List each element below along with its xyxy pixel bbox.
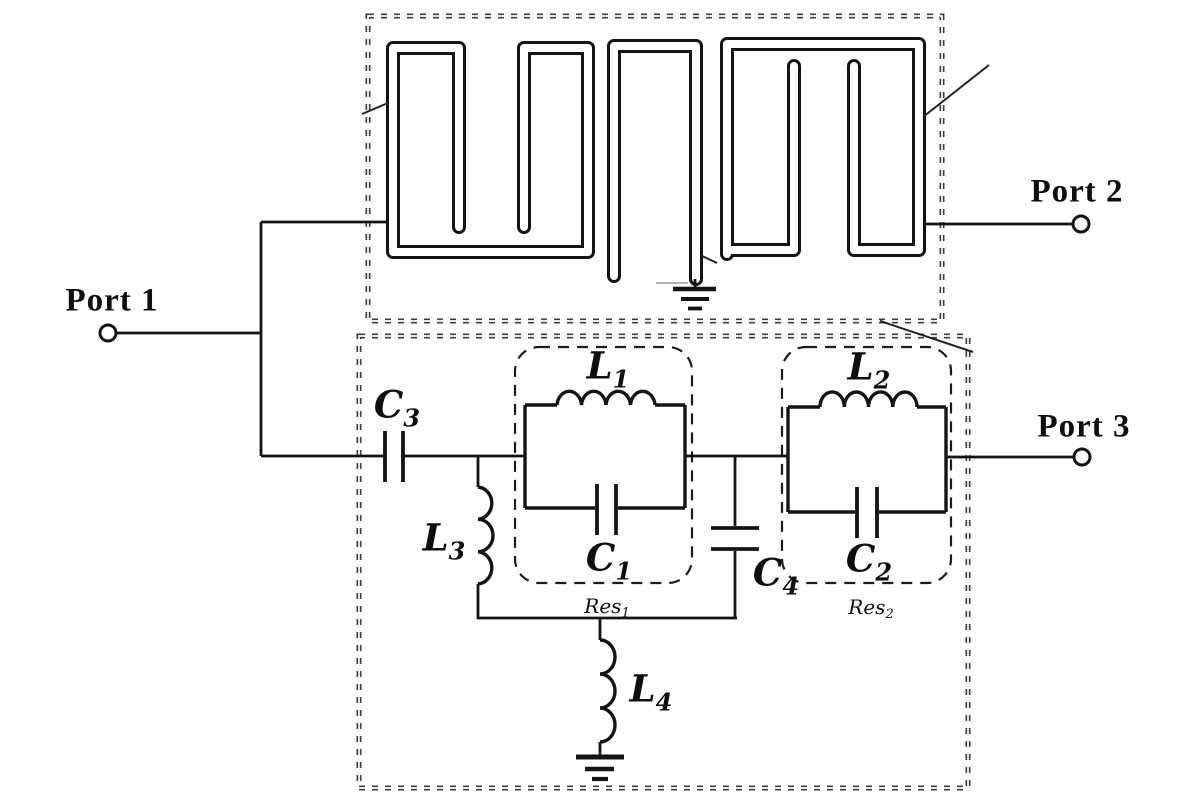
inductor-L1 <box>555 389 657 406</box>
label-C3: C3 <box>373 382 421 433</box>
label-res2: Res2 <box>848 595 894 622</box>
ground-icon-l4 <box>576 754 624 782</box>
port-1-node <box>98 323 118 343</box>
capacitor-C2 <box>855 487 879 538</box>
label-L4: L4 <box>629 666 673 717</box>
meander-line <box>386 37 926 286</box>
capacitor-C1 <box>595 484 618 535</box>
label-port-3: Port 3 <box>1037 408 1131 445</box>
capacitor-C4 <box>711 526 759 551</box>
bottom-return-wire <box>476 584 737 620</box>
inductor-L2 <box>818 390 919 408</box>
label-res1: Res1 <box>584 594 630 621</box>
res1-loop <box>523 389 687 535</box>
label-L2: L2 <box>847 344 891 395</box>
lower-circuit-box <box>356 333 971 791</box>
ground-icon-meander <box>673 279 716 311</box>
leader-stub <box>701 255 718 264</box>
res2-loop <box>786 390 948 538</box>
label-C4: C4 <box>752 550 800 601</box>
wires <box>116 220 1074 755</box>
upper-layout-box <box>365 13 945 324</box>
res2-box <box>780 345 953 585</box>
label-L3: L3 <box>422 515 466 566</box>
label-port-1: Port 1 <box>65 282 159 319</box>
inductor-L3 <box>477 485 495 586</box>
leader-lines <box>361 64 990 353</box>
leader-top-left <box>361 102 389 115</box>
label-C2: C2 <box>845 536 893 587</box>
label-C1: C1 <box>585 535 633 586</box>
port-3-node <box>1072 447 1092 467</box>
res1-box <box>513 345 694 585</box>
port-2-node <box>1071 214 1091 234</box>
inductor-L4 <box>599 638 617 744</box>
leader-top-right <box>922 64 990 118</box>
label-port-2: Port 2 <box>1030 173 1124 210</box>
capacitor-C3 <box>383 431 405 482</box>
label-L1: L1 <box>586 343 630 394</box>
leader-bottom-right <box>879 320 974 353</box>
